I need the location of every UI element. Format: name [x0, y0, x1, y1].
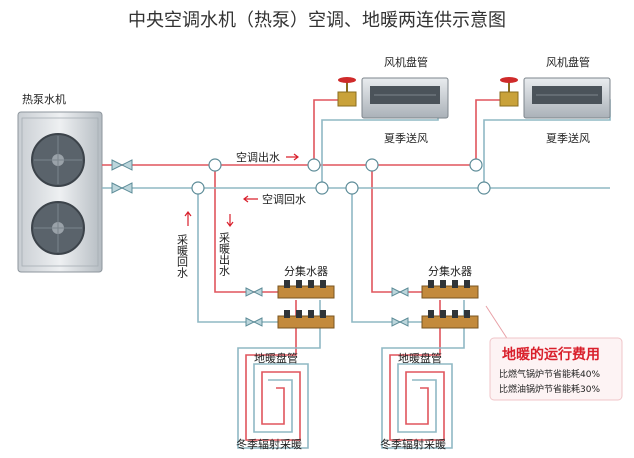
winter-heating-label-1: 冬季辐射采暖 [236, 437, 302, 451]
heating-supply-arrow [226, 214, 234, 227]
cost-callout [485, 305, 623, 401]
manifold-2 [421, 280, 479, 329]
heating-supply-label: 采暖出水 [218, 232, 231, 276]
manifold-1 [277, 280, 335, 329]
manifold-label-1: 分集水器 [284, 264, 328, 278]
floor-coil-label-2: 地暖盘管 [398, 351, 442, 365]
manifold-2-valves [391, 287, 409, 327]
manifold-label-2: 分集水器 [428, 264, 472, 278]
summer-air-label-2: 夏季送风 [546, 131, 590, 145]
fan-coil-unit-1 [361, 77, 449, 119]
ac-supply-arrow [286, 153, 299, 161]
winter-heating-label-2: 冬季辐射采暖 [380, 437, 446, 451]
fan-coil-label-2: 风机盘管 [546, 55, 590, 69]
fan-coil-label-1: 风机盘管 [384, 55, 428, 69]
heat-pump-unit [17, 111, 103, 273]
cost-line-2: 比燃油锅炉节省能耗30% [499, 383, 600, 395]
diagram-title: 中央空调水机（热泵）空调、地暖两连供示意图 [128, 10, 506, 31]
gate-valve-1 [337, 77, 357, 107]
cost-heading: 地暖的运行费用 [502, 346, 600, 363]
pipe-junctions [191, 158, 491, 195]
heating-return-arrow [184, 211, 192, 226]
fan-coil-unit-2 [523, 77, 611, 119]
floor-coil-label-1: 地暖盘管 [254, 351, 298, 365]
cost-line-1: 比燃气锅炉节省能耗40% [499, 368, 600, 380]
ac-return-label: 空调回水 [262, 192, 306, 206]
summer-air-label-1: 夏季送风 [384, 131, 428, 145]
main-line-valves [111, 159, 133, 194]
manifold-1-valves [245, 287, 263, 327]
ac-return-arrow [243, 195, 258, 203]
gate-valve-2 [499, 77, 519, 107]
ac-supply-label: 空调出水 [236, 150, 280, 164]
heating-return-label: 采暖回水 [176, 234, 189, 278]
heat-pump-label: 热泵水机 [22, 92, 66, 106]
